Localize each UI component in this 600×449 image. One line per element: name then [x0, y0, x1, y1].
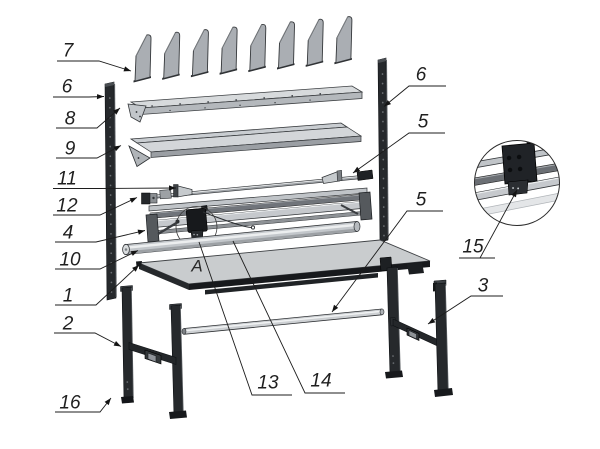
detail-bracket	[501, 140, 538, 196]
table-top	[136, 239, 431, 295]
detail-view-circle	[474, 140, 560, 226]
upper-shelf	[127, 85, 364, 123]
table-corner-bracket	[407, 262, 424, 275]
h-rail-clamp	[144, 349, 162, 365]
lower-shelf	[128, 122, 363, 168]
cutter-bracket	[185, 205, 256, 240]
table-underframe	[205, 273, 378, 295]
crossbar-tube	[181, 308, 385, 335]
rod-end-connector	[141, 192, 158, 205]
roller	[122, 221, 361, 256]
cutter-rail	[145, 187, 373, 248]
rod-cone-left	[177, 185, 193, 198]
left-leg-frame	[120, 285, 187, 419]
rail-end-plate-left	[145, 213, 160, 243]
rod-end-handle	[356, 169, 374, 181]
leg-foot	[121, 396, 134, 404]
rail-clamp	[406, 327, 420, 341]
roll-holder-rod	[141, 169, 374, 205]
right-leg-detached	[389, 279, 453, 397]
leader-arrowheads	[96, 66, 517, 406]
divider-panels	[133, 16, 353, 83]
right-upright-post	[377, 57, 389, 243]
rod-cone-flange	[173, 184, 179, 198]
left-upright-post	[104, 81, 117, 301]
rail-end-plate-right	[358, 191, 373, 221]
